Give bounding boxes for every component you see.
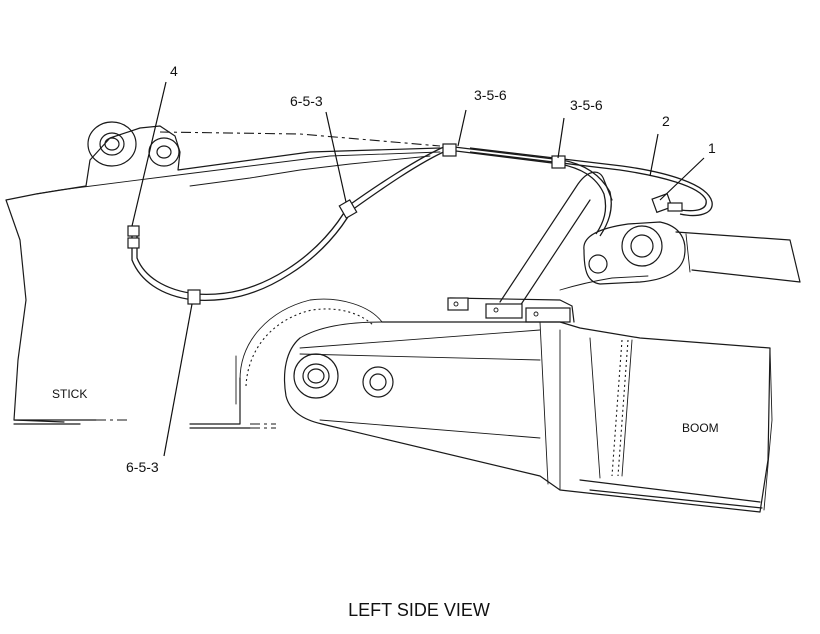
boom-body-inner-upper (299, 329, 541, 439)
hose-upper-outer (469, 151, 707, 212)
callout-6-5-3-bottom: 6-5-3 (126, 459, 159, 475)
leader-3-5-6-a (457, 109, 467, 147)
boom-bolt-2 (493, 307, 499, 313)
boom-foot-boss (293, 353, 339, 399)
stick-pin-boss (87, 121, 137, 167)
boom-bottom-plate (579, 479, 763, 509)
boom-arm-inner (559, 275, 649, 291)
stick-cylinder-arc-hidden (245, 308, 375, 387)
boom-side-pin (369, 373, 387, 391)
leader-2 (649, 133, 659, 177)
hose-fitting-4 (127, 225, 140, 237)
stick-centerline (159, 131, 441, 147)
boom-head-boss (621, 225, 663, 267)
hose-line-inner (136, 145, 612, 296)
callout-6-5-3-top: 6-5-3 (290, 93, 323, 109)
leader-1 (659, 157, 705, 201)
boom-assembly (283, 171, 801, 513)
boom-bracket-3 (525, 307, 571, 323)
stick-top-edge (35, 151, 441, 195)
stick-lower-hidden (250, 423, 276, 429)
view-caption: LEFT SIDE VIEW (348, 600, 490, 620)
boom-foot-pin-inner (307, 368, 325, 384)
boom-bolt-1 (453, 301, 459, 307)
hose-fitting-1 (651, 192, 673, 214)
hose-assembly (127, 143, 713, 305)
callout-3-5-6-a: 3-5-6 (474, 87, 507, 103)
hose-upper-inner (469, 147, 713, 217)
stick-lower-rail (189, 377, 251, 429)
hose-fitting-1b (667, 202, 683, 212)
callout-labels: 1 2 3-5-6 3-5-6 4 6-5-3 6-5-3 (126, 63, 716, 475)
hose-clamp-middle (338, 199, 358, 219)
boom-weld-seam-3 (621, 339, 633, 477)
boom-weld-seam-2 (617, 339, 629, 477)
boom-cylinder-rod-edge (685, 233, 691, 273)
boom-body-outline (283, 321, 771, 513)
stick-assembly (5, 121, 441, 429)
stick-label: STICK (52, 387, 87, 401)
boom-top-plate (449, 297, 575, 323)
boom-side-boss (362, 366, 394, 398)
stick-link-pin (156, 145, 172, 159)
boom-link-bracket (583, 221, 686, 285)
stick-link-boss (148, 137, 180, 167)
leader-6-5-3-top (325, 111, 347, 203)
hose-line-outer (131, 149, 607, 301)
stick-pin-inner (104, 137, 120, 151)
boom-link-pin (588, 254, 608, 274)
boom-foot-pin (302, 363, 330, 389)
stick-cylinder-arc (239, 298, 383, 381)
callout-2: 2 (662, 113, 670, 129)
boom-arm-upper (499, 171, 613, 303)
hose-clamp-lower (187, 289, 201, 305)
callout-1: 1 (708, 140, 716, 156)
boom-bolt-3 (533, 311, 539, 317)
leader-6-5-3-bottom (163, 303, 193, 457)
leader-4 (131, 81, 167, 227)
callout-3-5-6-b: 3-5-6 (570, 97, 603, 113)
stick-outline (5, 125, 441, 423)
stick-pin (99, 132, 125, 156)
callout-4: 4 (170, 63, 178, 79)
boom-right-edge (763, 347, 773, 511)
hose-clamp-upper-a (442, 143, 457, 157)
boom-body-upper-edge (299, 321, 383, 339)
boom-label: BOOM (682, 421, 719, 435)
stick-bottom-break (13, 419, 97, 425)
boom-cylinder-rod (675, 231, 801, 283)
hose-fitting-4b (127, 237, 140, 249)
boom-head-pin (630, 234, 654, 258)
boom-weld-seam-1 (611, 339, 623, 477)
stick-inner-edge (189, 155, 431, 187)
leader-3-5-6-b (557, 117, 565, 159)
boom-arm-lower (519, 199, 591, 307)
boom-body-step (539, 321, 601, 491)
callout-leaders (131, 81, 705, 457)
boom-bracket-2 (485, 303, 523, 319)
